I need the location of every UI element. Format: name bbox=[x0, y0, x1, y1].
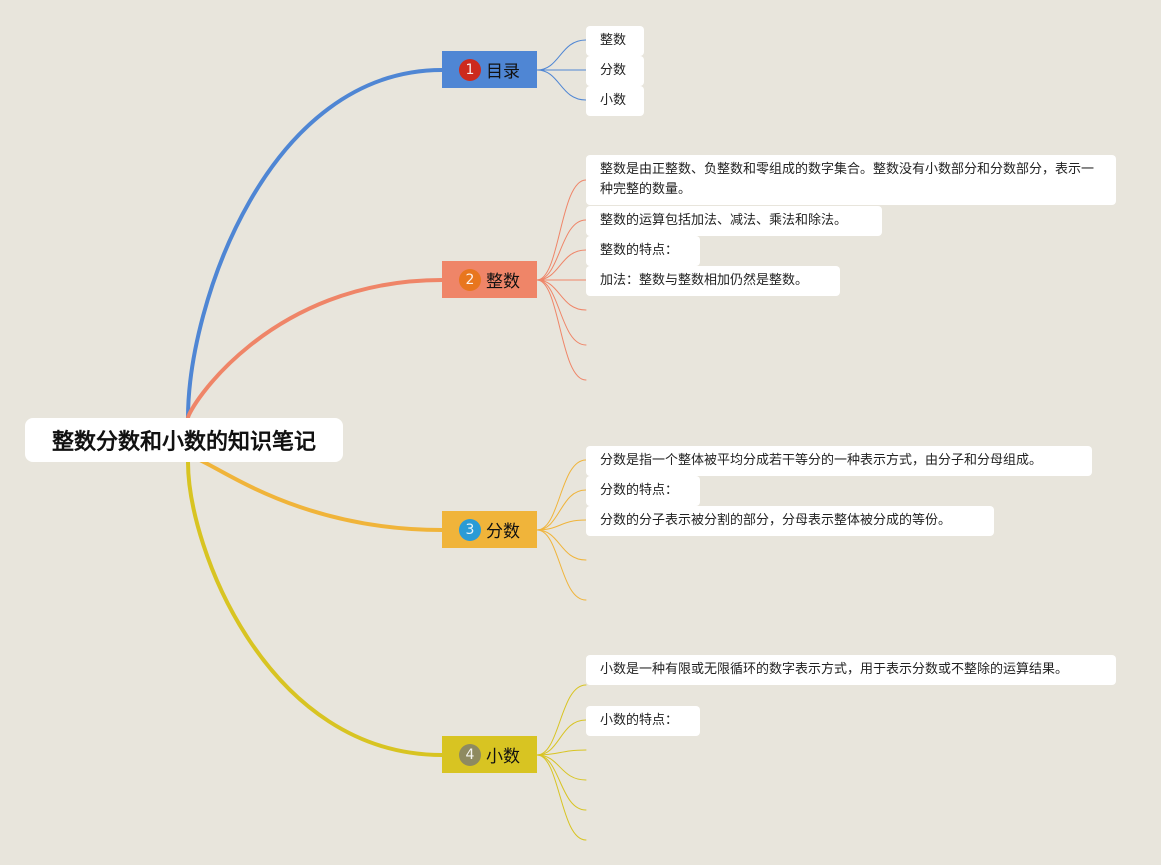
leaf-topic[interactable]: 加法：整数与整数相加仍然是整数。 bbox=[586, 266, 840, 296]
leaf-topic[interactable]: 分数是指一个整体被平均分成若干等分的一种表示方式，由分子和分母组成。 bbox=[586, 446, 1092, 476]
leaf-topic[interactable]: 整数的运算包括加法、减法、乘法和除法。 bbox=[586, 206, 882, 236]
leaf-topic[interactable]: 分数 bbox=[586, 56, 644, 86]
leaf-connector bbox=[536, 749, 587, 756]
leaf-connector bbox=[536, 489, 587, 531]
leaf-text: 小数是一种有限或无限循环的数字表示方式，用于表示分数或不整除的运算结果。 bbox=[600, 662, 1069, 677]
branch-catalog[interactable]: 1 目录 bbox=[442, 51, 537, 88]
leaf-connector bbox=[536, 249, 587, 281]
root-topic[interactable]: 整数分数和小数的知识笔记 bbox=[25, 418, 343, 462]
branch-fraction[interactable]: 3 分数 bbox=[442, 511, 537, 548]
number-badge-icon: 2 bbox=[459, 268, 481, 291]
branch-label: 分数 bbox=[486, 522, 520, 542]
leaf-text: 分数是指一个整体被平均分成若干等分的一种表示方式，由分子和分母组成。 bbox=[600, 453, 1043, 468]
branch-connector bbox=[186, 278, 444, 420]
leaf-topic[interactable]: 分数的特点： bbox=[586, 476, 700, 506]
leaf-topic[interactable]: 小数是一种有限或无限循环的数字表示方式，用于表示分数或不整除的运算结果。 bbox=[586, 655, 1116, 685]
root-title: 整数分数和小数的知识笔记 bbox=[51, 430, 316, 455]
leaf-connector bbox=[536, 279, 587, 346]
branch-connector bbox=[186, 68, 444, 420]
leaf-text: 整数 bbox=[600, 33, 627, 48]
leaf-text: 分数的分子表示被分割的部分，分母表示整体被分成的等份。 bbox=[600, 513, 952, 528]
leaf-connector bbox=[536, 519, 587, 531]
leaf-connector bbox=[536, 69, 587, 101]
leaf-connector bbox=[536, 459, 587, 531]
number-badge-icon: 1 bbox=[459, 58, 481, 81]
number-badge-icon: 4 bbox=[459, 743, 481, 766]
leaf-text: 小数 bbox=[600, 93, 627, 108]
leaf-topic[interactable]: 分数的分子表示被分割的部分，分母表示整体被分成的等份。 bbox=[586, 506, 994, 536]
leaf-connector bbox=[536, 279, 587, 381]
leaf-topic[interactable]: 整数 bbox=[586, 26, 644, 56]
leaf-topic[interactable]: 整数是由正整数、负整数和零组成的数字集合。整数没有小数部分和分数部分，表示一种完… bbox=[586, 155, 1116, 205]
leaf-connector bbox=[536, 754, 587, 841]
leaf-connector bbox=[536, 219, 587, 281]
leaf-connector bbox=[536, 529, 587, 561]
branch-integer[interactable]: 2 整数 bbox=[442, 261, 537, 298]
leaf-topic[interactable]: 小数的特点： bbox=[586, 706, 700, 736]
branch-label: 整数 bbox=[486, 272, 520, 292]
leaf-connector bbox=[536, 754, 587, 781]
leaf-connector bbox=[536, 529, 587, 601]
leaf-text: 整数是由正整数、负整数和零组成的数字集合。整数没有小数部分和分数部分，表示一种完… bbox=[600, 162, 1095, 197]
leaf-topic[interactable]: 整数的特点： bbox=[586, 236, 700, 266]
leaf-connector bbox=[536, 39, 587, 71]
leaf-topic[interactable]: 小数 bbox=[586, 86, 644, 116]
leaf-text: 整数的运算包括加法、减法、乘法和除法。 bbox=[600, 213, 848, 228]
leaf-text: 分数的特点： bbox=[600, 483, 679, 498]
leaf-text: 加法：整数与整数相加仍然是整数。 bbox=[600, 273, 809, 288]
branch-decimal[interactable]: 4 小数 bbox=[442, 736, 537, 773]
branch-label: 目录 bbox=[486, 62, 520, 82]
leaf-text: 整数的特点： bbox=[600, 243, 679, 258]
branch-connector bbox=[186, 455, 444, 532]
leaf-text: 小数的特点： bbox=[600, 713, 679, 728]
leaf-connector bbox=[536, 754, 587, 811]
leaf-connector bbox=[536, 279, 587, 311]
leaf-text: 分数 bbox=[600, 63, 627, 78]
branch-connector bbox=[186, 460, 444, 757]
branch-label: 小数 bbox=[486, 747, 520, 767]
number-badge-icon: 3 bbox=[459, 518, 481, 541]
leaf-connector bbox=[536, 179, 587, 281]
leaf-connector bbox=[536, 719, 587, 756]
leaf-connector bbox=[536, 684, 587, 756]
